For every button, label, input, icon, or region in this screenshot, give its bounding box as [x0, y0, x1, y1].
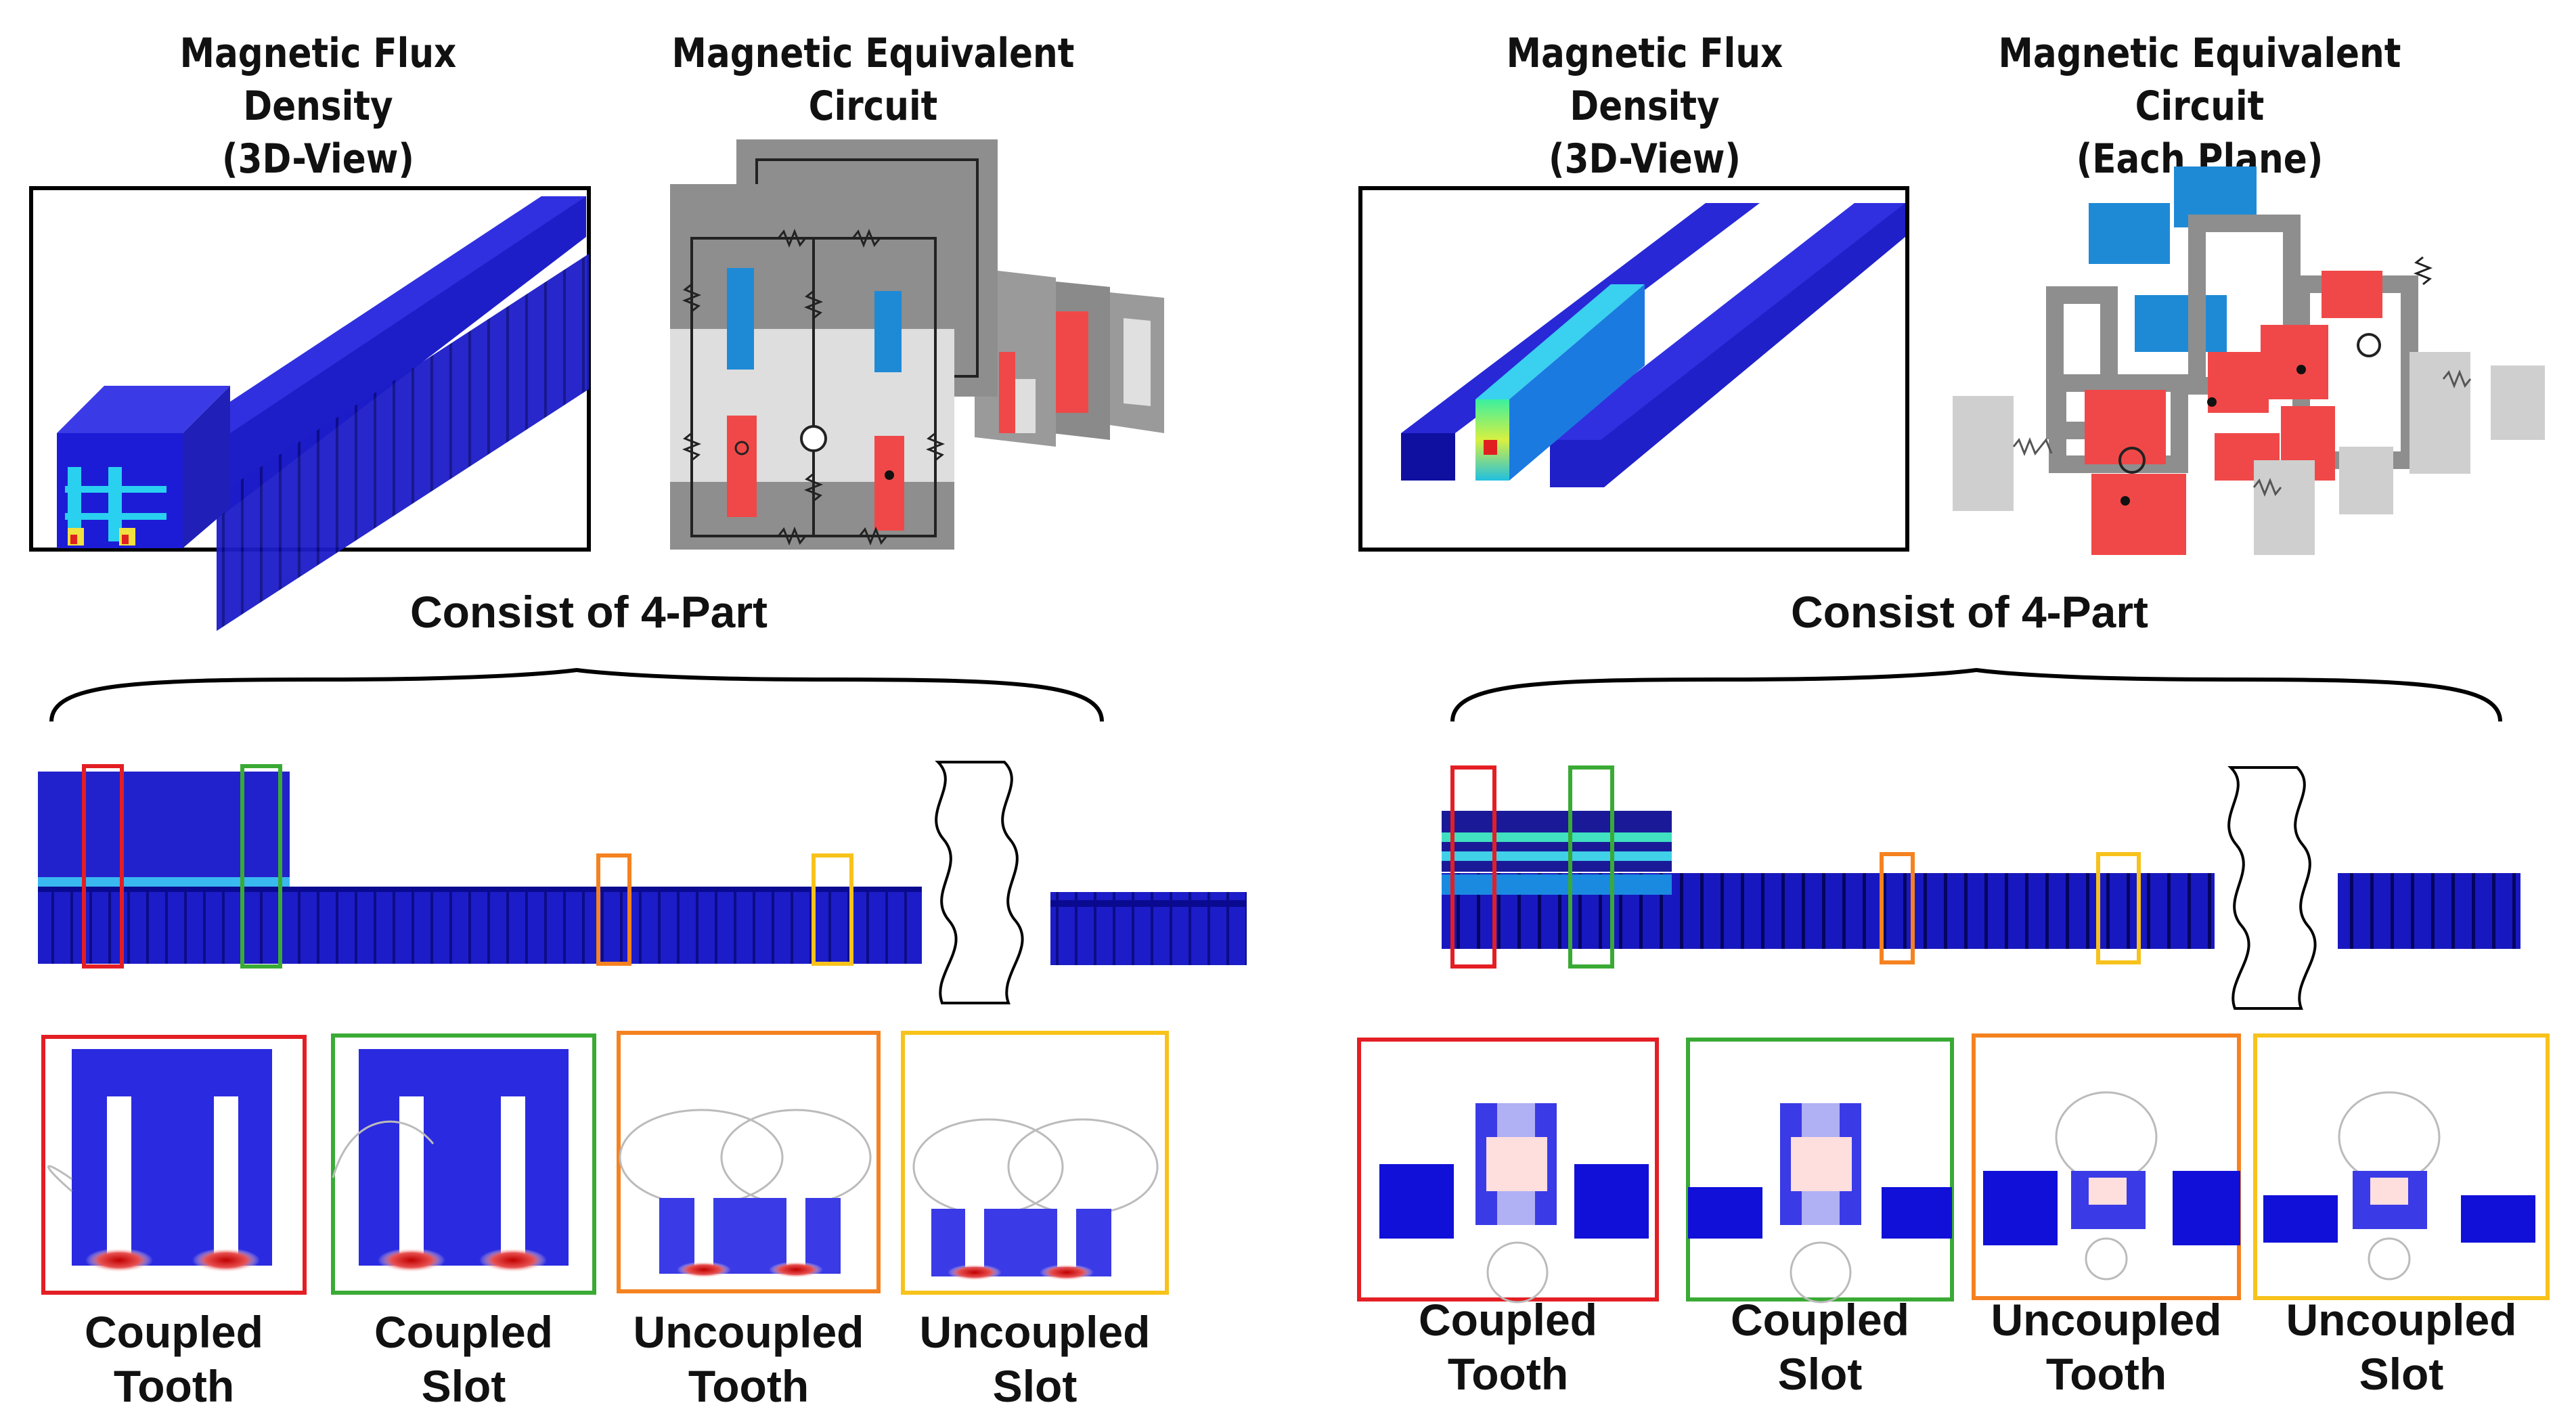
- left-part-4-line2: Slot: [992, 1361, 1078, 1411]
- left-panel-coupled-slot: [331, 1033, 596, 1295]
- left-part-1-line2: Tooth: [113, 1361, 235, 1411]
- right-part-label-4: Uncoupled Slot: [2255, 1293, 2548, 1401]
- left-part-3-line1: Uncoupled: [633, 1307, 864, 1357]
- left-part-label-3: Uncoupled Tooth: [619, 1305, 879, 1413]
- right-panel-coupled-tooth: [1357, 1038, 1659, 1304]
- left-part-1-line1: Coupled: [85, 1307, 263, 1357]
- left-flux-title-text: Magnetic Flux Density: [179, 30, 457, 130]
- left-marker-orange: [596, 853, 631, 966]
- left-marker-red: [82, 764, 124, 969]
- right-curly-brace: [1450, 667, 2502, 722]
- right-part-3-line1: Uncoupled: [1991, 1295, 2222, 1345]
- right-circuit-title-text: Magnetic Equivalent Circuit: [1998, 30, 2401, 130]
- right-marker-orange: [1880, 852, 1915, 964]
- left-part-4-line1: Uncoupled: [919, 1307, 1151, 1357]
- right-part-4-line1: Uncoupled: [2286, 1295, 2517, 1345]
- left-marker-yellow: [812, 853, 853, 966]
- left-part-2-line1: Coupled: [374, 1307, 553, 1357]
- left-panel-coupled-tooth: [41, 1035, 307, 1295]
- right-marker-yellow: [2096, 852, 2141, 964]
- right-part-4-line2: Slot: [2359, 1349, 2444, 1399]
- right-cross-section: [1442, 765, 2521, 1010]
- left-panel-uncoupled-slot: [901, 1031, 1169, 1295]
- right-panel-coupled-slot: [1686, 1038, 1954, 1304]
- left-flux-3d-view: [29, 186, 591, 631]
- right-panel-uncoupled-tooth: [1972, 1033, 2241, 1300]
- left-circuit-title-text: Magnetic Equivalent Circuit: [671, 30, 1075, 130]
- right-panel-uncoupled-slot: [2253, 1033, 2550, 1300]
- right-part-3-line2: Tooth: [2045, 1349, 2167, 1399]
- left-cross-section: [38, 761, 1247, 1004]
- right-flux-title: Magnetic Flux Density (3D-View): [1429, 27, 1860, 185]
- left-part-label-2: Coupled Slot: [333, 1305, 594, 1413]
- left-part-label-4: Uncoupled Slot: [903, 1305, 1167, 1413]
- right-consist-label: Consist of 4-Part: [1790, 587, 2149, 637]
- right-marker-red: [1450, 765, 1496, 969]
- right-part-2-line1: Coupled: [1731, 1295, 1909, 1345]
- right-part-label-1: Coupled Tooth: [1359, 1293, 1657, 1401]
- right-part-2-line2: Slot: [1777, 1349, 1863, 1399]
- right-part-1-line1: Coupled: [1419, 1295, 1597, 1345]
- right-flux-3d-view: [1358, 186, 1909, 552]
- right-marker-green: [1568, 765, 1614, 969]
- right-flux-title-text: Magnetic Flux Density: [1506, 30, 1783, 130]
- right-part-1-line2: Tooth: [1447, 1349, 1569, 1399]
- right-flux-subtitle: (3D-View): [1549, 135, 1741, 183]
- left-consist-label: Consist of 4-Part: [409, 587, 768, 637]
- left-flux-title: Magnetic Flux Density (3D-View): [103, 27, 533, 185]
- left-part-2-line2: Slot: [421, 1361, 506, 1411]
- left-part-label-1: Coupled Tooth: [43, 1305, 305, 1413]
- right-part-label-2: Coupled Slot: [1688, 1293, 1952, 1401]
- left-marker-green: [240, 764, 282, 969]
- right-part-label-3: Uncoupled Tooth: [1974, 1293, 2239, 1401]
- left-panel-uncoupled-tooth: [617, 1031, 881, 1293]
- left-flux-subtitle: (3D-View): [222, 135, 414, 183]
- right-circuit-planes: [1953, 166, 2545, 555]
- left-circuit-planes: [670, 139, 1164, 550]
- left-part-3-line2: Tooth: [688, 1361, 809, 1411]
- left-curly-brace: [49, 667, 1104, 722]
